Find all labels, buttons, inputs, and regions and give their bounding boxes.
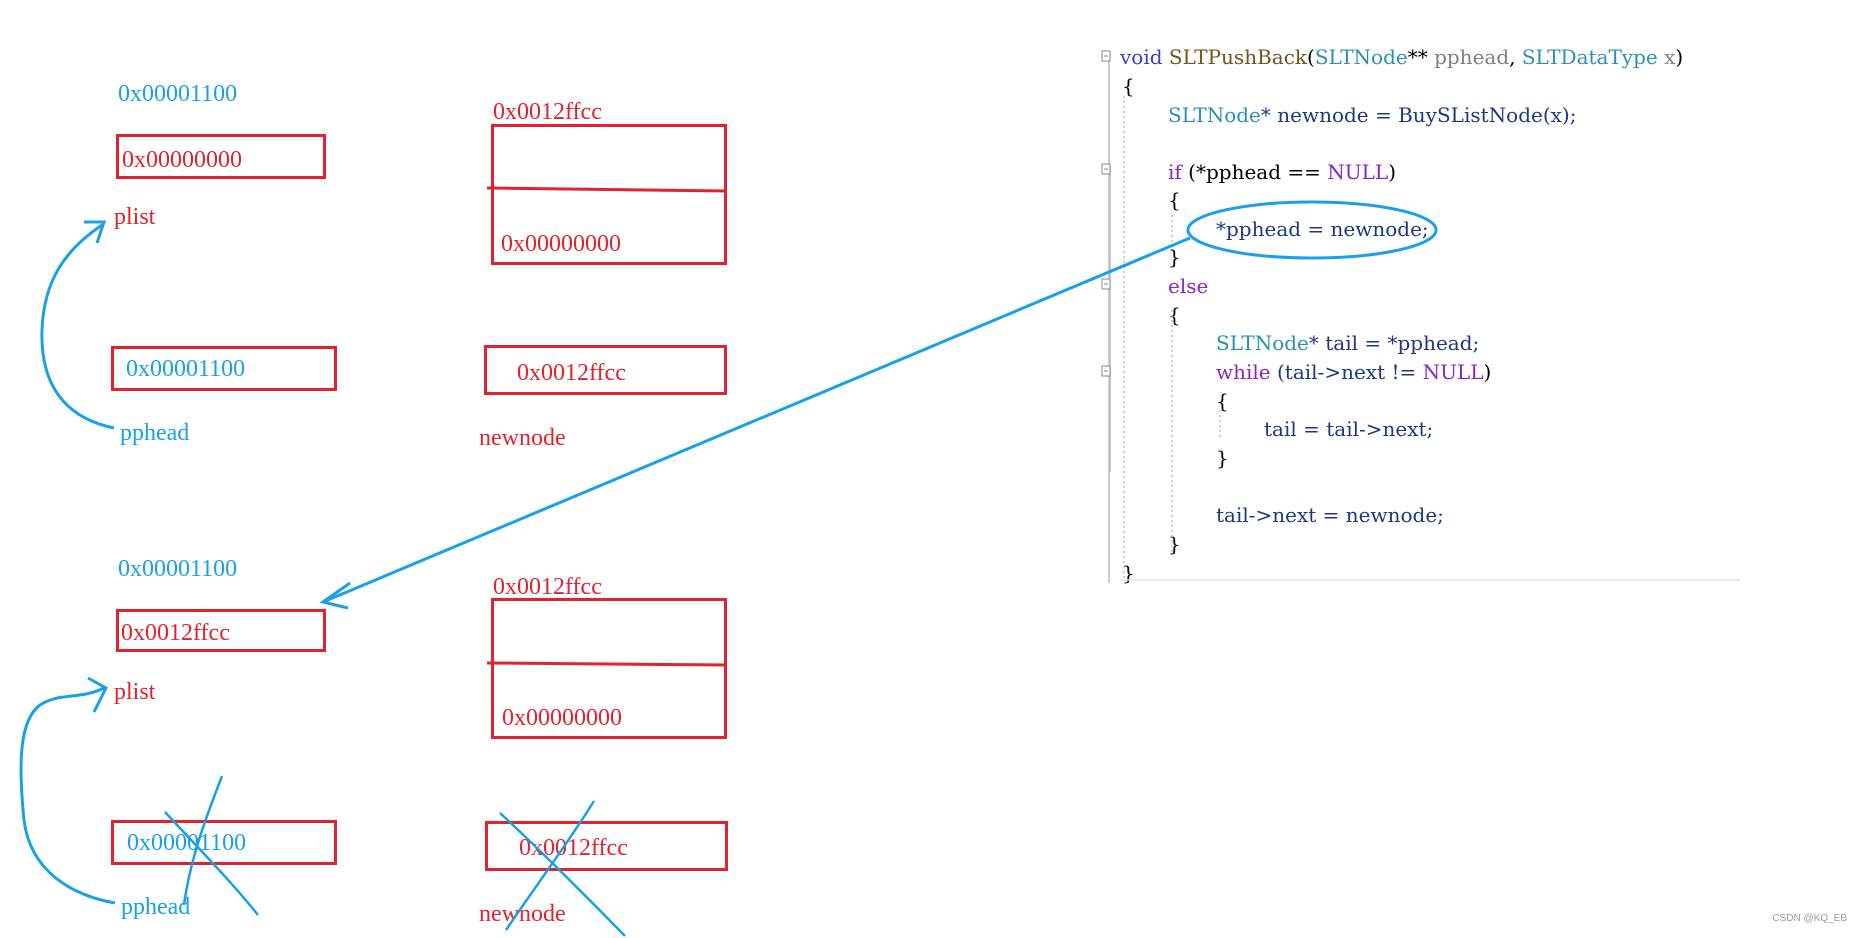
plist-label-bottom: plist — [114, 679, 156, 705]
cross-newnode-bottom — [499, 800, 626, 937]
code-open-brace-2: { — [1168, 188, 1181, 212]
highlight-ellipse — [1186, 200, 1438, 260]
pphead-label-top: pphead — [120, 420, 190, 446]
code-open-brace-1: { — [1122, 74, 1135, 98]
node-box-bottom — [491, 598, 727, 739]
plist-label-top: plist — [114, 204, 156, 230]
pphead-to-plist-arrow-top — [40, 223, 115, 430]
cross-pphead-bottom — [164, 775, 259, 916]
plist-value-bottom: 0x0012ffcc — [121, 620, 230, 646]
node-next-bottom: 0x00000000 — [502, 705, 622, 731]
pphead-box-bottom — [111, 820, 337, 865]
code-line-tail-init: SLTNode* tail = *pphead; — [1216, 331, 1480, 355]
node-address-top: 0x0012ffcc — [493, 99, 602, 125]
pphead-to-plist-arrow-bottom — [19, 686, 116, 905]
plist-value-top: 0x00000000 — [122, 147, 242, 173]
pphead-box-top — [111, 346, 337, 391]
newnode-label-top: newnode — [479, 425, 566, 451]
code-close-brace-4: } — [1216, 446, 1229, 470]
newnode-box-top — [484, 345, 727, 395]
arrowhead-bottom — [87, 676, 108, 713]
plist-address-bottom: 0x00001100 — [118, 556, 238, 582]
code-line-signature: void SLTPushBack(SLTNode** pphead, SLTDa… — [1120, 45, 1684, 69]
code-gutter — [1108, 56, 1740, 583]
code-open-brace-3: { — [1168, 303, 1181, 327]
assign-arrow-head — [319, 581, 351, 610]
pphead-value-top: 0x00001100 — [126, 356, 246, 382]
watermark: CSDN @KQ_EB — [1772, 913, 1847, 924]
code-close-brace-2: } — [1168, 245, 1181, 269]
plist-address-top: 0x00001100 — [118, 81, 238, 107]
code-line-newnode: SLTNode* newnode = BuySListNode(x); — [1168, 103, 1577, 127]
code-line-assign-head: *pphead = newnode; — [1216, 217, 1429, 241]
code-line-else: else — [1168, 274, 1209, 298]
node-next-top: 0x00000000 — [501, 231, 621, 257]
assign-arrow-line — [322, 236, 1191, 604]
arrowhead-top — [84, 220, 107, 244]
plist-box-bottom — [116, 609, 326, 652]
code-open-brace-4: { — [1216, 389, 1229, 413]
node-address-bottom: 0x0012ffcc — [493, 574, 602, 600]
code-line-tail-advance: tail = tail->next; — [1264, 417, 1434, 441]
newnode-value-top: 0x0012ffcc — [517, 360, 626, 386]
node-box-top — [491, 124, 727, 265]
code-line-while: while (tail->next != NULL) — [1216, 360, 1492, 384]
pphead-label-bottom: pphead — [121, 894, 191, 920]
code-line-if: if (*pphead == NULL) — [1168, 160, 1396, 184]
code-line-tail-next: tail->next = newnode; — [1216, 503, 1444, 527]
code-close-brace-1: } — [1122, 561, 1135, 585]
node-divider-bottom — [486, 661, 728, 667]
code-close-brace-3: } — [1168, 532, 1181, 556]
node-divider-top — [486, 186, 728, 193]
code-listing: void SLTPushBack(SLTNode** pphead, SLTDa… — [1098, 44, 1738, 584]
newnode-box-bottom — [485, 821, 728, 871]
plist-box-top — [116, 134, 326, 179]
